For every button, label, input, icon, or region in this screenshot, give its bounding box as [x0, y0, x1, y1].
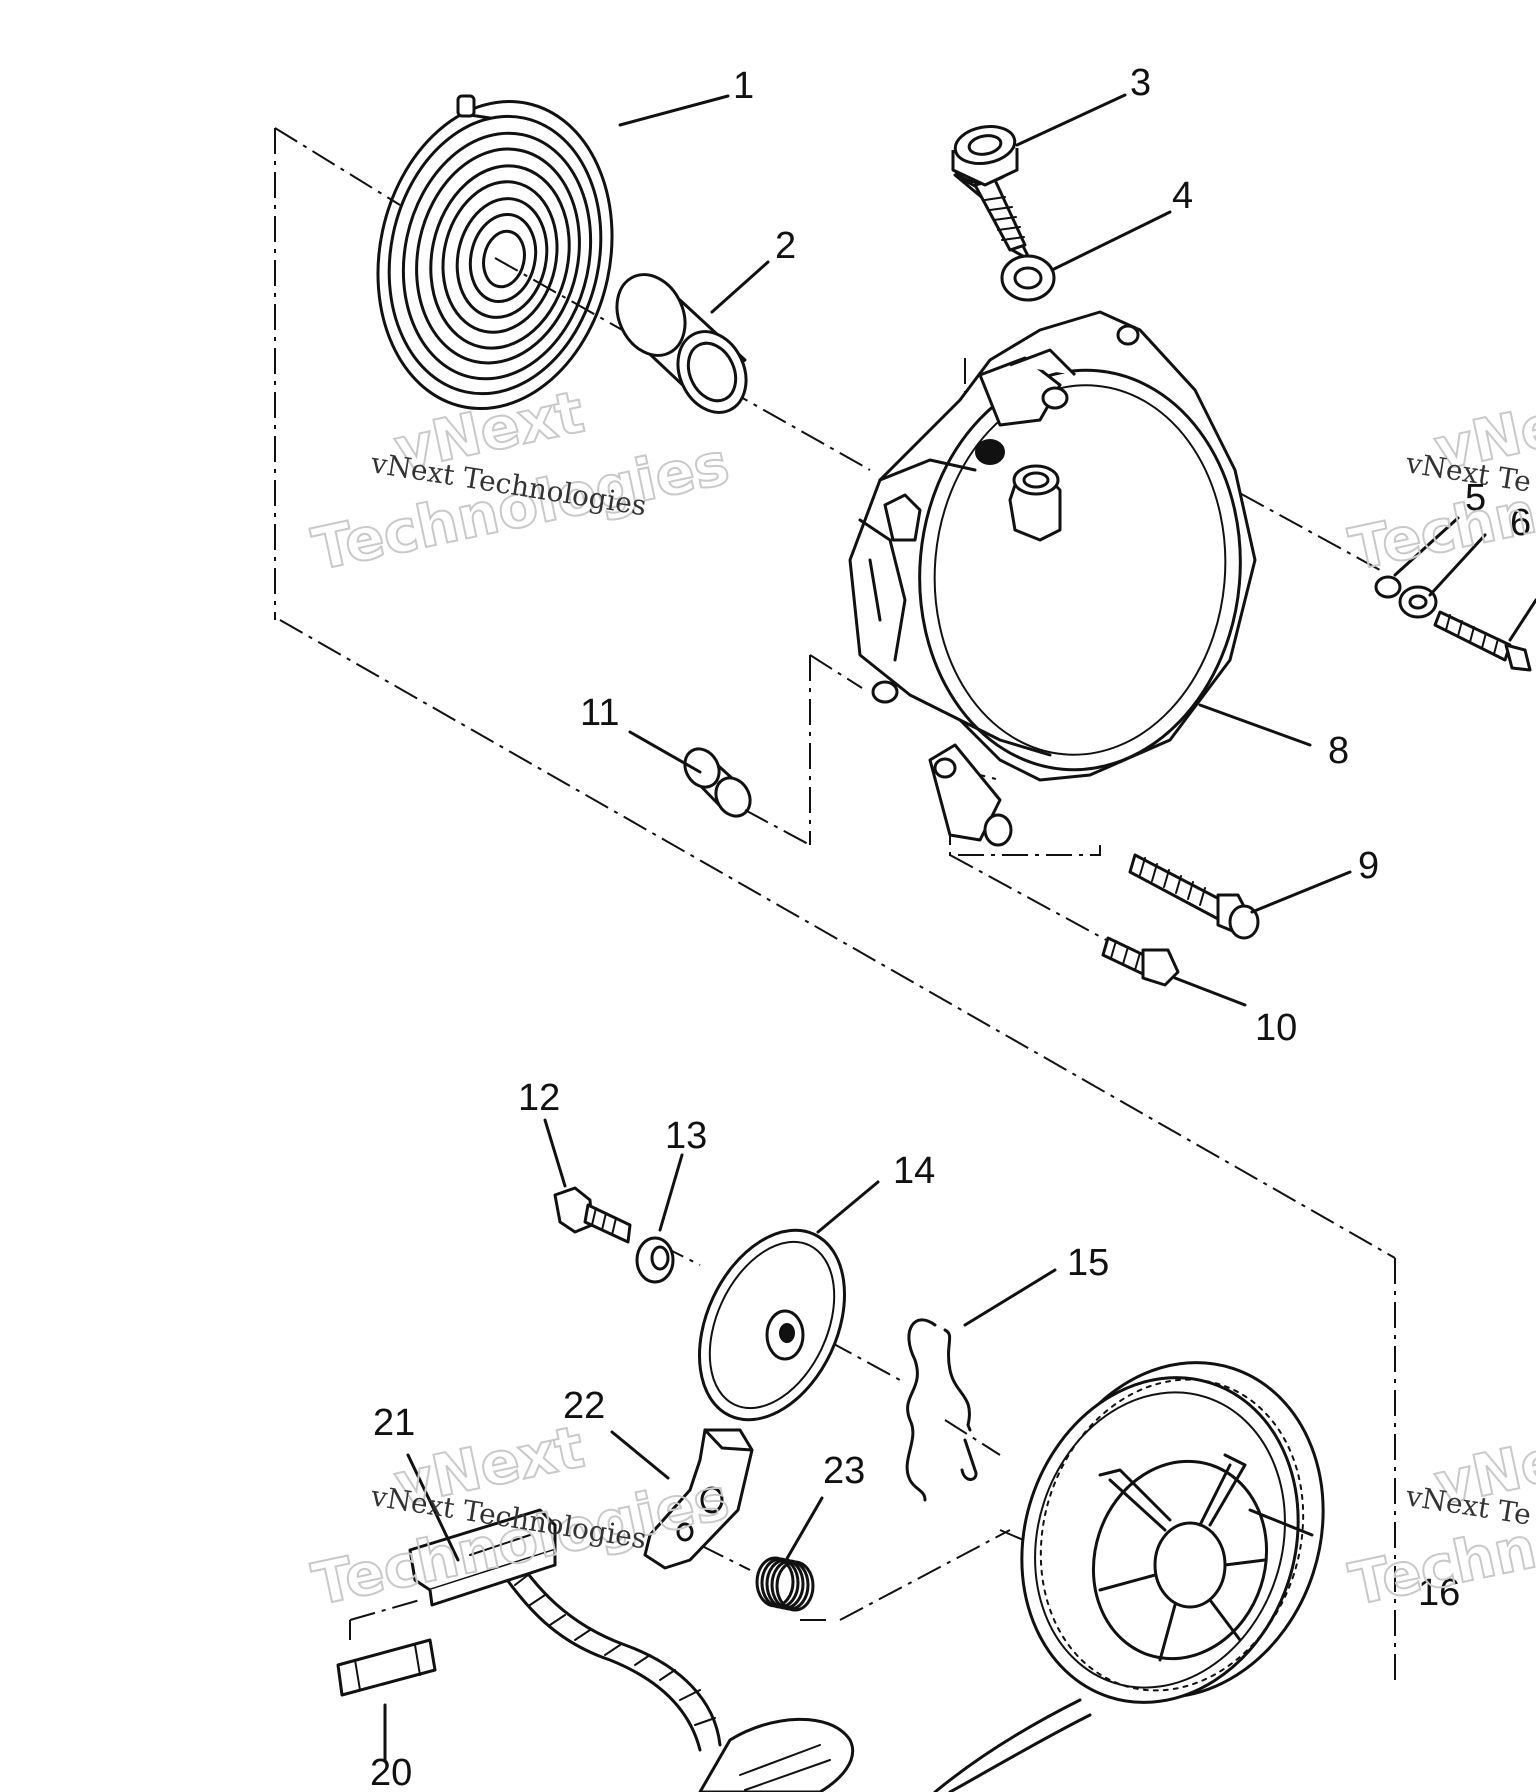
callout-10: 10 — [1255, 1007, 1297, 1049]
watermark-upper-right: vNe Techn vNext Te — [1343, 390, 1536, 585]
washer-13-part — [635, 1236, 675, 1284]
flange-bolt-part — [951, 125, 1032, 262]
callout-11: 11 — [580, 692, 619, 734]
washer-part — [1000, 254, 1056, 302]
callout-6: 6 — [1510, 502, 1531, 544]
callout-23: 23 — [823, 1450, 865, 1492]
callout-14: 14 — [893, 1150, 935, 1192]
spring-clip-part — [905, 1318, 978, 1502]
callout-12: 12 — [518, 1077, 560, 1119]
callout-5: 5 — [1465, 477, 1486, 519]
callout-13: 13 — [665, 1115, 707, 1157]
recoil-spring-part — [376, 94, 614, 410]
callout-1: 1 — [733, 65, 754, 107]
rope-pulley-part — [1020, 1361, 1325, 1704]
collar-part — [683, 747, 811, 846]
bolt-10-part — [1101, 936, 1180, 987]
callout-15: 15 — [1067, 1242, 1109, 1284]
pawl-part — [643, 1428, 754, 1570]
starter-rope — [488, 1538, 1092, 1792]
watermark-upper-left: vNext Technologies vNext Technologies — [306, 377, 736, 585]
bushing-part — [615, 273, 748, 414]
plate-part — [697, 1228, 847, 1422]
callout-leader-lines — [383, 93, 1487, 1762]
callout-3: 3 — [1130, 62, 1151, 104]
watermark-lower-right: vNe Techn vNext Te — [1343, 1425, 1536, 1620]
callout-16: 16 — [1418, 1572, 1460, 1614]
callout-numbers: 1 2 3 4 5 6 8 9 10 11 12 13 14 15 16 20 … — [370, 62, 1531, 1792]
callout-20: 20 — [370, 1752, 412, 1792]
rope-insert-part — [336, 1638, 437, 1697]
starter-handle — [698, 1717, 855, 1792]
callout-21: 21 — [373, 1402, 415, 1444]
pawl-spring-part — [755, 1556, 815, 1612]
bolt-9-part — [1128, 853, 1260, 940]
bolt-12-part — [553, 1186, 632, 1244]
callout-9: 9 — [1358, 845, 1379, 887]
callout-2: 2 — [775, 225, 796, 267]
callout-8: 8 — [1328, 730, 1349, 772]
callout-4: 4 — [1172, 175, 1193, 217]
starter-housing-part — [848, 310, 1257, 847]
callout-22: 22 — [563, 1385, 605, 1427]
nut-washer-screw-parts — [1374, 575, 1536, 672]
handle-grip-part — [408, 1508, 557, 1607]
assembly-center-lines — [274, 127, 1396, 1680]
watermark-lower-left: vNext Technologies vNext Technologies — [306, 1412, 736, 1620]
